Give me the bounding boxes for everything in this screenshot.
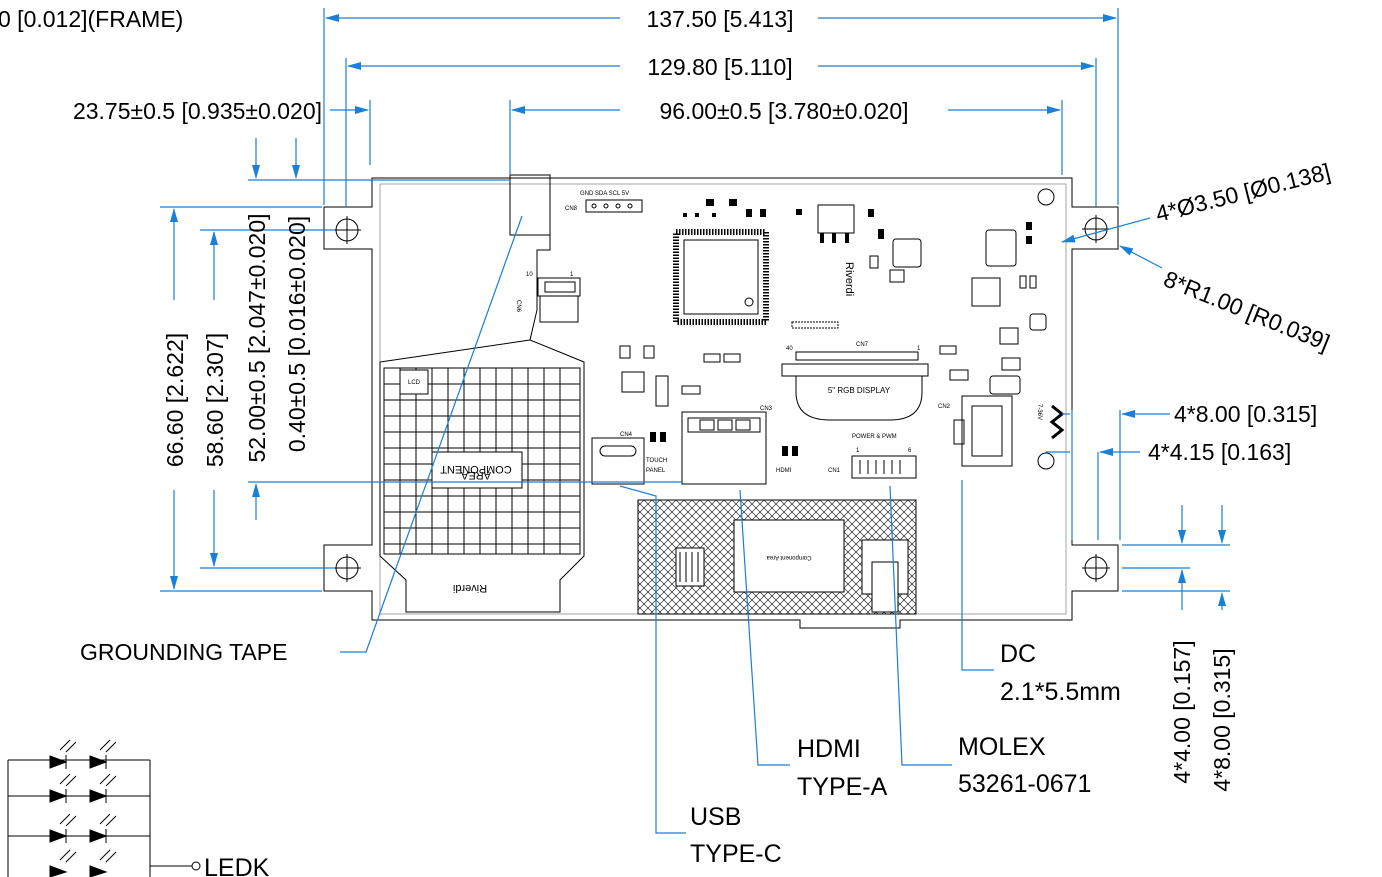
svg-text:CN6: CN6 [515, 300, 521, 313]
svg-text:40: 40 [786, 346, 793, 352]
callout-hdmi-line2: TYPE-A [797, 773, 888, 801]
cn7-connector: 40 CN7 1 5" RGB DISPLAY [781, 342, 929, 421]
fpc-cable [379, 174, 585, 613]
led-schematic [7, 739, 201, 877]
dimension-lines [160, 8, 1230, 834]
dim-overall-width: 137.50 [5.413] [646, 6, 793, 32]
svg-text:CN3: CN3 [760, 406, 773, 412]
brand-logo: Riverdi [453, 582, 487, 594]
svg-text:CN8: CN8 [565, 206, 578, 212]
svg-text:POWER & PWM: POWER & PWM [852, 434, 897, 440]
mount-hole-bottom-left [333, 554, 361, 582]
svg-text:CN4: CN4 [620, 432, 633, 438]
cn1-connector: POWER & PWM 1 6 CN1 [828, 434, 917, 479]
dim-pcb-offset-y: 0.40±0.5 [0.016±0.020] [284, 216, 310, 452]
svg-text:CN2: CN2 [938, 404, 951, 410]
dim-hole-pitch-x: 129.80 [5.110] [647, 54, 792, 80]
svg-text:7-36V: 7-36V [1036, 404, 1042, 420]
callout-hdmi-line1: HDMI [797, 735, 861, 763]
ledk-label: LEDK [204, 854, 270, 877]
dim-hole-edge-y: 4*4.00 [0.157] [1169, 640, 1195, 783]
pcb-hole-top [1037, 188, 1055, 206]
svg-text:HDMI: HDMI [776, 468, 792, 474]
svg-text:Component Area: Component Area [766, 554, 812, 560]
callout-molex-line1: MOLEX [958, 733, 1046, 761]
svg-text:PANEL: PANEL [646, 468, 666, 474]
cn4-usb-connector: CN4 TOUCH PANEL [591, 432, 667, 485]
small-components [619, 199, 1047, 442]
dim-overall-height: 66.60 [2.622] [162, 333, 188, 467]
callout-usb-line1: USB [690, 803, 741, 831]
svg-text:1: 1 [917, 346, 921, 352]
dim-mount-holes: 4*Ø3.50 [Ø0.138] [1153, 158, 1333, 227]
pcb-hole-bottom [1037, 452, 1055, 470]
dim-frame-thickness: 0 [0.012](FRAME) [0, 6, 183, 32]
dim-pcb-width: 96.00±0.5 [3.780±0.020] [659, 98, 908, 124]
svg-text:TOUCH: TOUCH [646, 458, 667, 464]
svg-text:CN7: CN7 [856, 342, 869, 348]
dim-pcb-offset: 23.75±0.5 [0.935±0.020] [73, 98, 322, 124]
component-area-label-1: COMPONENT [440, 463, 512, 475]
callout-usb-line2: TYPE-C [690, 840, 782, 868]
mount-hole-top-left [333, 216, 361, 244]
svg-text:1: 1 [570, 272, 574, 278]
dim-hole-pitch-y: 58.60 [2.307] [202, 333, 228, 467]
svg-text:6: 6 [908, 448, 912, 454]
svg-text:GND SDA SCL 5V: GND SDA SCL 5V [580, 191, 629, 197]
component-area-grid: LCD COMPONENT AREA [383, 367, 581, 555]
callout-dc-line2: 2.1*5.5mm [1000, 678, 1121, 706]
callout-grounding-tape: GROUNDING TAPE [80, 639, 287, 665]
callout-dc-line1: DC [1000, 640, 1036, 668]
callout-molex-line2: 53261-0671 [958, 770, 1091, 798]
cn2-dc-jack: CN2 7-36V [938, 395, 1065, 467]
svg-text:5" RGB DISPLAY: 5" RGB DISPLAY [828, 386, 891, 395]
dim-hole-edge-x2: 4*4.15 [0.163] [1148, 439, 1291, 465]
cn3-hdmi-connector: CN3 HDMI [681, 406, 798, 485]
bottom-component-area: Component Area [637, 499, 917, 615]
svg-text:CN1: CN1 [828, 468, 841, 474]
cn6-connector: 10 1 CN6 [515, 272, 581, 323]
mount-hole-top-right [1082, 215, 1110, 243]
cn8-connector: GND SDA SCL 5V CN8 [565, 191, 643, 213]
dim-corner-radius: 8*R1.00 [R0.039] [1160, 266, 1333, 356]
svg-text:10: 10 [526, 272, 533, 278]
mcu-chip [673, 229, 769, 325]
dim-pcb-height: 52.00±0.5 [2.047±0.020] [244, 213, 270, 462]
dim-hole-edge-x: 4*8.00 [0.315] [1174, 401, 1317, 427]
component-area-label-2: AREA [460, 469, 491, 481]
svg-text:LCD: LCD [408, 380, 421, 386]
mount-hole-bottom-right [1082, 554, 1110, 582]
svg-text:1: 1 [856, 448, 860, 454]
brand-vertical: Riverdi [843, 262, 855, 296]
dim-hole-edge-y2: 4*8.00 [0.315] [1209, 648, 1235, 791]
